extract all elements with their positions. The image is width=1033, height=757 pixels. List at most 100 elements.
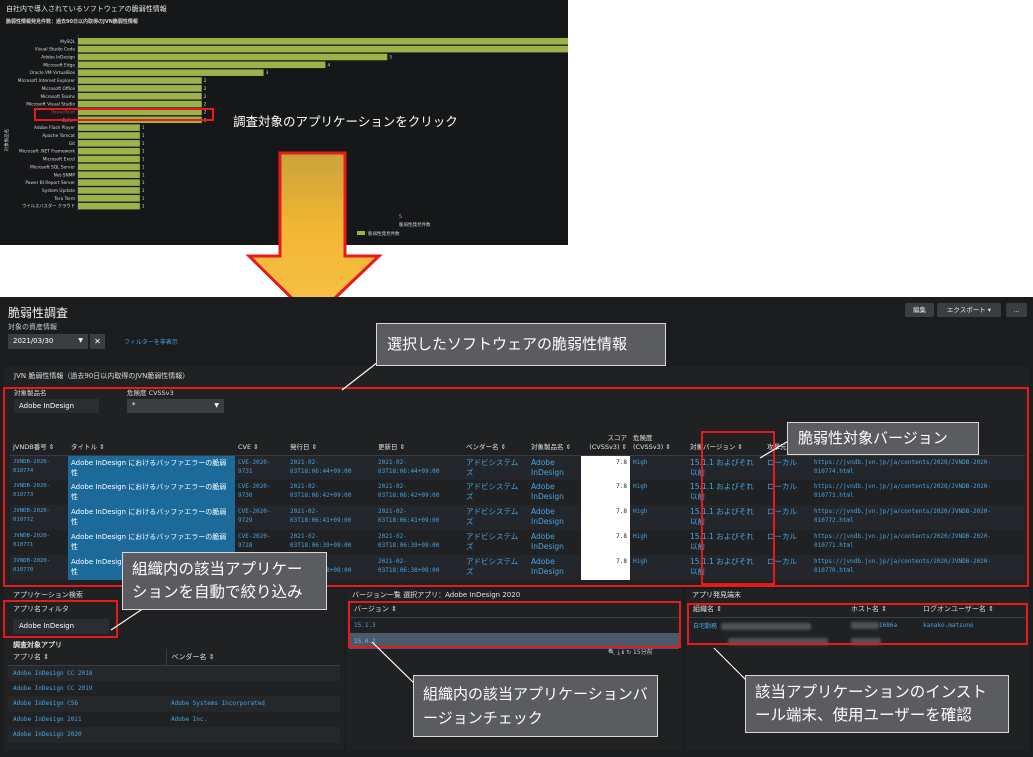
chart-bar[interactable]: [78, 69, 264, 76]
column-header-product[interactable]: 対象製品名 ⇕: [528, 429, 581, 456]
chart-bar[interactable]: [78, 53, 388, 61]
app-search-title: アプリケーション検索: [13, 591, 83, 599]
published-cell: 2021-02-03T18:06:44+09:00: [287, 455, 375, 480]
column-header-score[interactable]: スコア (CVSSv3) ⇕: [581, 429, 630, 456]
reference-cell[interactable]: https://jvndb.jvn.jp/ja/contents/2020/JV…: [811, 455, 1025, 480]
app-name-cell[interactable]: Adobe InDesign 2021: [13, 715, 82, 723]
column-header-app-name[interactable]: アプリ名 ⇕: [8, 649, 167, 666]
legend-label: 脆弱性発見件数: [368, 230, 400, 237]
target-version-cell: 15.1.1 およびそれ以前: [690, 482, 754, 501]
chart-bar[interactable]: [78, 140, 140, 147]
edit-button[interactable]: 編集: [905, 303, 934, 317]
clear-date-button[interactable]: ✕: [90, 334, 105, 349]
version-cell[interactable]: 15.0.2: [349, 633, 679, 649]
host-cell[interactable]: 1686a: [847, 617, 919, 633]
product-filter-input[interactable]: Adobe InDesign: [14, 399, 99, 413]
chart-bar[interactable]: [78, 38, 568, 45]
risk-cell: High: [630, 555, 687, 580]
chart-bar[interactable]: [78, 195, 140, 202]
product-cell: Adobe InDesign: [531, 532, 564, 551]
chart-bar[interactable]: [78, 92, 202, 100]
table-row[interactable]: Adobe InDesign CC 2019: [8, 681, 340, 697]
chart-bar[interactable]: [78, 179, 140, 186]
chart-bar[interactable]: [78, 45, 568, 53]
chart-bar[interactable]: [78, 202, 140, 210]
column-header-cve[interactable]: CVE ⇕: [235, 429, 287, 456]
vendor-cell[interactable]: [166, 727, 340, 743]
jvndb-id-cell[interactable]: JVNDB-2020-010772: [10, 505, 68, 530]
chart-bar[interactable]: [78, 124, 140, 131]
app-name-cell[interactable]: Adobe InDesign 2020: [8, 727, 166, 743]
app-filter-input[interactable]: Adobe InDesign: [13, 619, 109, 634]
column-header-vendor[interactable]: ベンダー名 ⇕: [166, 649, 340, 666]
column-header-published[interactable]: 発行日 ⇕: [287, 429, 375, 456]
risk-filter-select[interactable]: * ▼: [127, 399, 224, 413]
app-name-cell[interactable]: Adobe InDesign CC 2019: [13, 684, 93, 692]
jvndb-id-cell[interactable]: JVNDB-2020-010770: [10, 555, 68, 580]
version-cell[interactable]: 15.1.3: [354, 621, 376, 629]
column-header-updated[interactable]: 更新日 ⇕: [375, 429, 463, 456]
chart-bar[interactable]: [78, 187, 140, 194]
column-header-version[interactable]: バージョン ⇕: [349, 601, 679, 618]
chart-bar[interactable]: [78, 132, 140, 139]
reference-cell[interactable]: https://jvndb.jvn.jp/ja/contents/2020/JV…: [814, 483, 992, 499]
column-header-target-version[interactable]: 対象バージョン ⇕: [687, 429, 764, 456]
chart-bar[interactable]: [78, 100, 202, 108]
table-row[interactable]: Adobe InDesign 2020: [8, 727, 340, 743]
user-cell[interactable]: kanako.matsuno: [923, 621, 974, 629]
vendor-cell: アドビシステムズ: [463, 505, 528, 530]
column-header-host[interactable]: ホスト名 ⇕: [847, 601, 919, 618]
data-label: 2: [204, 94, 207, 100]
date-select[interactable]: 2021/03/30 ▼: [8, 334, 88, 349]
chart-bar[interactable]: [78, 155, 140, 163]
version-table: バージョン ⇕ 15.1.3 15.0.2: [349, 601, 679, 649]
table-row[interactable]: 15.1.3: [349, 617, 679, 633]
vendor-cell[interactable]: Adobe Systems Incorporated: [166, 696, 340, 712]
table-toolbar[interactable]: 🔍 ⤓ ℹ ↻ 15分前: [608, 649, 653, 656]
reference-cell[interactable]: https://jvndb.jvn.jp/ja/contents/2020/JV…: [811, 555, 1025, 580]
chart-bar[interactable]: [78, 108, 202, 116]
export-button[interactable]: エクスポート ▾: [937, 303, 1001, 317]
app-list-title: 調査対象アプリ: [13, 641, 62, 649]
chart-bar[interactable]: [78, 163, 140, 171]
table-header-row: アプリ名 ⇕ ベンダー名 ⇕: [8, 649, 340, 666]
tick-label: Microsoft Edge: [43, 62, 75, 68]
org-cell[interactable]: 自宅勤務: [689, 617, 847, 633]
reference-cell[interactable]: https://jvndb.jvn.jp/ja/contents/2020/JV…: [814, 533, 992, 549]
app-name-cell[interactable]: Adobe InDesign CS6: [8, 696, 166, 712]
column-header-vendor[interactable]: ベンダー名 ⇕: [463, 429, 528, 456]
table-row[interactable]: 15.0.2: [349, 633, 679, 649]
table-row[interactable]: Adobe InDesign CC 2018: [8, 665, 340, 681]
column-header-user[interactable]: ログオンユーザー名 ⇕: [919, 601, 1026, 618]
column-header-title[interactable]: タイトル ⇕: [68, 429, 235, 456]
jvndb-id-cell[interactable]: JVNDB-2020-010774: [10, 455, 68, 480]
chart-bar[interactable]: [78, 77, 202, 84]
more-button[interactable]: …: [1006, 303, 1027, 317]
hide-filters-link[interactable]: フィルターを非表示: [124, 339, 178, 346]
column-header-risk[interactable]: 危険度 (CVSSv3) ⇕: [630, 429, 687, 456]
vendor-cell[interactable]: [166, 665, 340, 681]
jvndb-id-cell[interactable]: JVNDB-2020-010771: [13, 533, 51, 548]
reference-cell[interactable]: https://jvndb.jvn.jp/ja/contents/2020/JV…: [811, 505, 1025, 530]
table-row[interactable]: 自宅勤務 1686a kanako.matsuno: [689, 617, 1026, 633]
app-name-cell[interactable]: Adobe InDesign CC 2018: [8, 665, 166, 681]
vendor-cell[interactable]: Adobe Inc.: [171, 715, 208, 723]
chart-bar[interactable]: [78, 171, 140, 178]
jvndb-id-cell[interactable]: JVNDB-2020-010773: [13, 483, 51, 498]
chart-bar[interactable]: [78, 147, 140, 155]
data-label: 5: [389, 55, 392, 61]
column-header-jvndb-id[interactable]: JVNDB番号 ⇕: [10, 429, 68, 456]
callout-selected-info: 選択したソフトウェアの脆弱性情報: [376, 323, 666, 366]
updated-cell: 2021-02-03T18:06:41+09:00: [375, 505, 463, 530]
table-row[interactable]: Adobe InDesign 2021 Adobe Inc.: [8, 712, 340, 728]
column-header-org[interactable]: 組織名 ⇕: [689, 601, 847, 618]
chart-bar[interactable]: [78, 85, 202, 92]
chart-bar[interactable]: [78, 61, 326, 69]
host-table: 組織名 ⇕ ホスト名 ⇕ ログオンユーザー名 ⇕ 自宅勤務 1686a kana…: [689, 601, 1026, 649]
